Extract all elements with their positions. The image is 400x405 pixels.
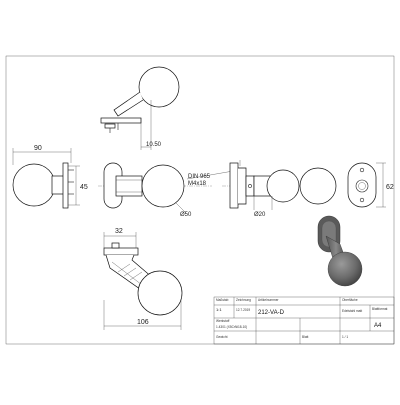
rear-view-knob bbox=[299, 167, 337, 205]
dim-rose-height: 45 bbox=[80, 184, 88, 191]
drawing-border bbox=[5, 55, 395, 345]
top-view-knob bbox=[138, 66, 180, 108]
dim-rose-length: 62 bbox=[386, 184, 394, 191]
dim-knob-diameter: Ø50 bbox=[180, 212, 192, 218]
tb-material: 1.4301 (X5CrNi18-10) bbox=[216, 325, 247, 329]
render-3d bbox=[317, 215, 363, 287]
tb-label-material: Werkstoff bbox=[216, 319, 229, 323]
section-view-rose bbox=[229, 162, 239, 209]
top-view: 10.50 bbox=[100, 66, 180, 150]
dim-overall-width: 90 bbox=[34, 145, 42, 152]
dim-rose-offset: 10.50 bbox=[146, 142, 162, 148]
tb-surface: Edelstahl matt bbox=[342, 309, 362, 313]
front-view-knob bbox=[141, 164, 185, 208]
rear-view-rose bbox=[347, 162, 377, 208]
section-view-knob bbox=[266, 169, 300, 203]
tb-label-sheet: Blatt bbox=[302, 335, 308, 339]
side-view-rose bbox=[62, 162, 69, 209]
render-knob bbox=[327, 251, 363, 287]
side-view-neck bbox=[51, 175, 65, 195]
dim-stem-width: 32 bbox=[115, 228, 123, 235]
section-view: Ø20 bbox=[222, 160, 300, 218]
tb-label-scale: Maßstab bbox=[216, 298, 229, 302]
rear-view: 62 bbox=[299, 162, 394, 208]
tb-label-article: Artikelnummer bbox=[258, 298, 279, 302]
side-view-knob bbox=[12, 163, 56, 207]
bottom-view-knob bbox=[137, 270, 183, 316]
tb-date: 12.7.2019 bbox=[236, 308, 250, 312]
dim-screw-spec-2: M4x18 bbox=[188, 181, 207, 187]
front-view-spindle bbox=[115, 175, 143, 197]
title-block: Maßstab Zeichnung Artikelnummer Oberfläc… bbox=[213, 296, 395, 345]
dim-projection: 106 bbox=[137, 319, 149, 326]
tb-scale: 1:1 bbox=[216, 307, 222, 312]
top-view-rose bbox=[100, 117, 142, 124]
tb-sheet: 1 / 1 bbox=[342, 335, 348, 339]
front-view: Ø50 DIN 965 M4x18 bbox=[98, 162, 240, 218]
bottom-view-rose bbox=[103, 247, 139, 256]
tb-label-drawing: Zeichnung bbox=[236, 298, 251, 302]
tb-article-number: 212-VA-D bbox=[258, 310, 285, 316]
dim-spindle-diameter: Ø20 bbox=[254, 212, 266, 218]
tb-label-weight: Gewicht bbox=[216, 335, 228, 339]
tb-sheet-size: A4 bbox=[374, 323, 382, 329]
tb-label-surface: Oberfläche bbox=[342, 298, 358, 302]
tb-label-format: Blattformat bbox=[372, 307, 388, 311]
side-view: 90 45 bbox=[12, 145, 88, 209]
top-view-screw bbox=[104, 123, 116, 129]
top-view-neck bbox=[113, 91, 144, 117]
bottom-view: 32 106 bbox=[103, 228, 183, 330]
